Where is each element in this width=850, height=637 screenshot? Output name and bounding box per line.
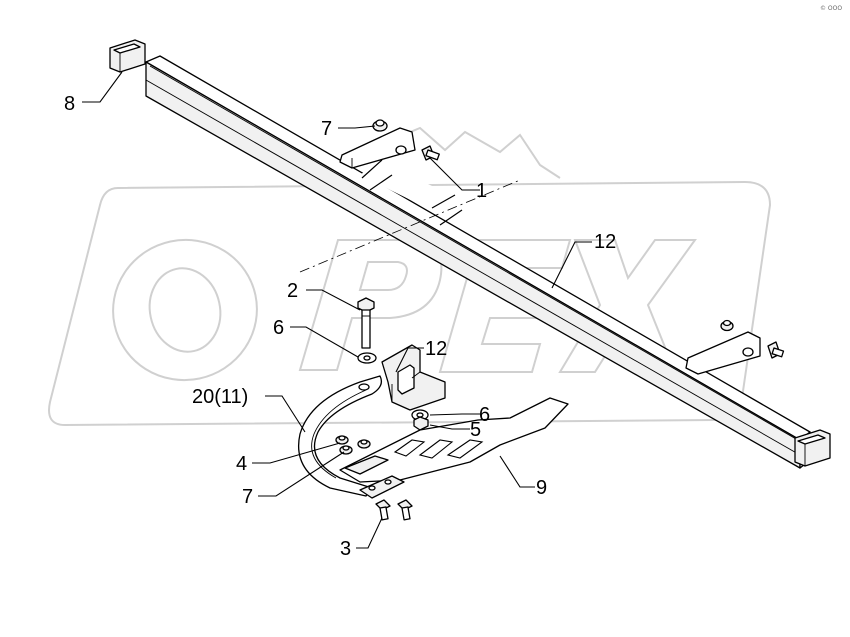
nut-lower-right [720,319,734,332]
callout-4: 4 [236,453,247,475]
callout-20-11: 20(11) [192,386,248,408]
spring-tine [298,375,383,497]
square-tube-beam [145,55,811,469]
washer-left [357,352,377,364]
callout-12-beam: 12 [594,231,616,253]
callout-9: 9 [536,477,547,499]
bolt-bottom-right [397,499,413,521]
callout-1: 1 [476,180,487,202]
bolt-bottom-left [375,499,391,521]
nut-right [413,416,429,431]
lower-mounting-plate [685,331,761,375]
callout-12-bracket: 12 [425,338,447,360]
callout-8: 8 [64,93,75,115]
callout-labels: 8 7 1 12 2 6 12 20(11) 6 5 4 7 9 3 [64,93,616,560]
shovel-clamp-plate [359,475,405,499]
leader-lines [82,71,592,549]
vertical-bolt [357,297,375,349]
callout-5: 5 [470,419,481,441]
upper-mounting-plate [339,127,416,169]
nut-small-middle [357,439,371,449]
callout-2: 2 [287,280,298,302]
callout-7-top: 7 [321,118,332,140]
watermark-mountain-outline [299,126,561,179]
end-cap-top [109,39,146,73]
shovel-sweep [339,397,569,483]
callout-6-right: 6 [479,404,490,426]
end-cap-bottom [794,429,831,467]
corner-copyright-mark: © ООО [820,5,842,12]
callout-6-left: 6 [273,317,284,339]
nut-top [372,119,388,132]
callout-7-bottom: 7 [242,486,253,508]
bolt-top [421,145,440,161]
bolt-lower-right [767,341,785,359]
nut-small-upper [335,435,349,445]
callout-3: 3 [340,538,351,560]
